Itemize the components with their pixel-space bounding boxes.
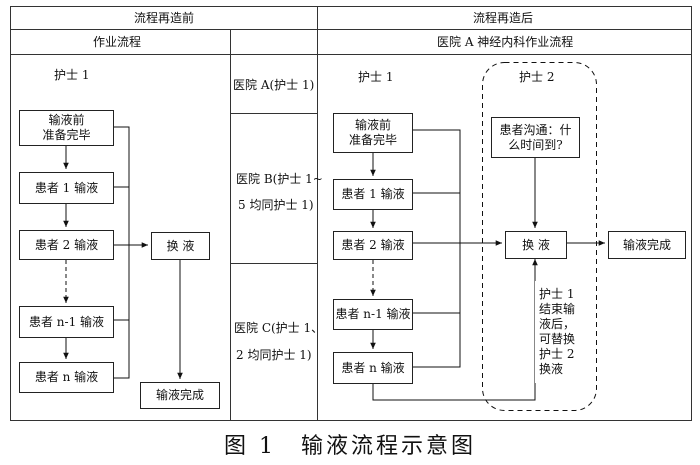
header-before: 流程再造前 (134, 11, 195, 25)
hospital-b-label-line2: 5 均同护士 1) (238, 198, 314, 212)
after-patient-n-box: 患者 n 输液 (333, 352, 413, 384)
before-nurse-label: 护士 1 (54, 68, 90, 82)
after-patient2-box: 患者 2 输液 (333, 231, 413, 260)
before-prep-box: 输液前 准备完毕 (19, 110, 114, 146)
after-nurse1-label: 护士 1 (358, 70, 394, 84)
hospital-a-label: 医院 A(护士 1) (233, 78, 315, 92)
before-patient-n-box: 患者 n 输液 (19, 362, 114, 393)
before-patient2-box: 患者 2 输液 (19, 230, 114, 260)
after-note-box: 护士 1 结束输 液后， 可替换 护士 2 换液 (535, 281, 582, 383)
hospital-c-label-line1: 医院 C(护士 1、 (234, 321, 324, 335)
after-patient-n1-box: 患者 n-1 输液 (333, 299, 413, 330)
table-grid (10, 6, 692, 421)
after-prep-box: 输液前 准备完毕 (333, 113, 413, 153)
before-complete-box: 输液完成 (140, 382, 220, 409)
after-nurse2-label: 护士 2 (519, 70, 555, 84)
hospital-c-label-line2: 2 均同护士 1) (236, 348, 312, 362)
after-connectors (370, 62, 605, 411)
before-patient-n1-box: 患者 n-1 输液 (19, 306, 114, 338)
figure-caption: 图 1 输液流程示意图 (224, 434, 476, 459)
hospital-b-label-line1: 医院 B(护士 1~ (236, 172, 323, 186)
header-workflow: 作业流程 (93, 35, 142, 49)
before-patient1-box: 患者 1 输液 (19, 172, 114, 204)
header-after: 流程再造后 (473, 11, 534, 25)
before-change-box: 换 液 (151, 232, 210, 260)
after-communicate-box: 患者沟通：什 么时间到? (491, 117, 580, 158)
after-complete-box: 输液完成 (608, 231, 686, 259)
after-change-box: 换 液 (505, 231, 567, 259)
before-connectors (63, 126, 183, 379)
header-hospital-a: 医院 A 神经内科作业流程 (437, 35, 574, 49)
after-patient1-box: 患者 1 输液 (333, 179, 413, 210)
